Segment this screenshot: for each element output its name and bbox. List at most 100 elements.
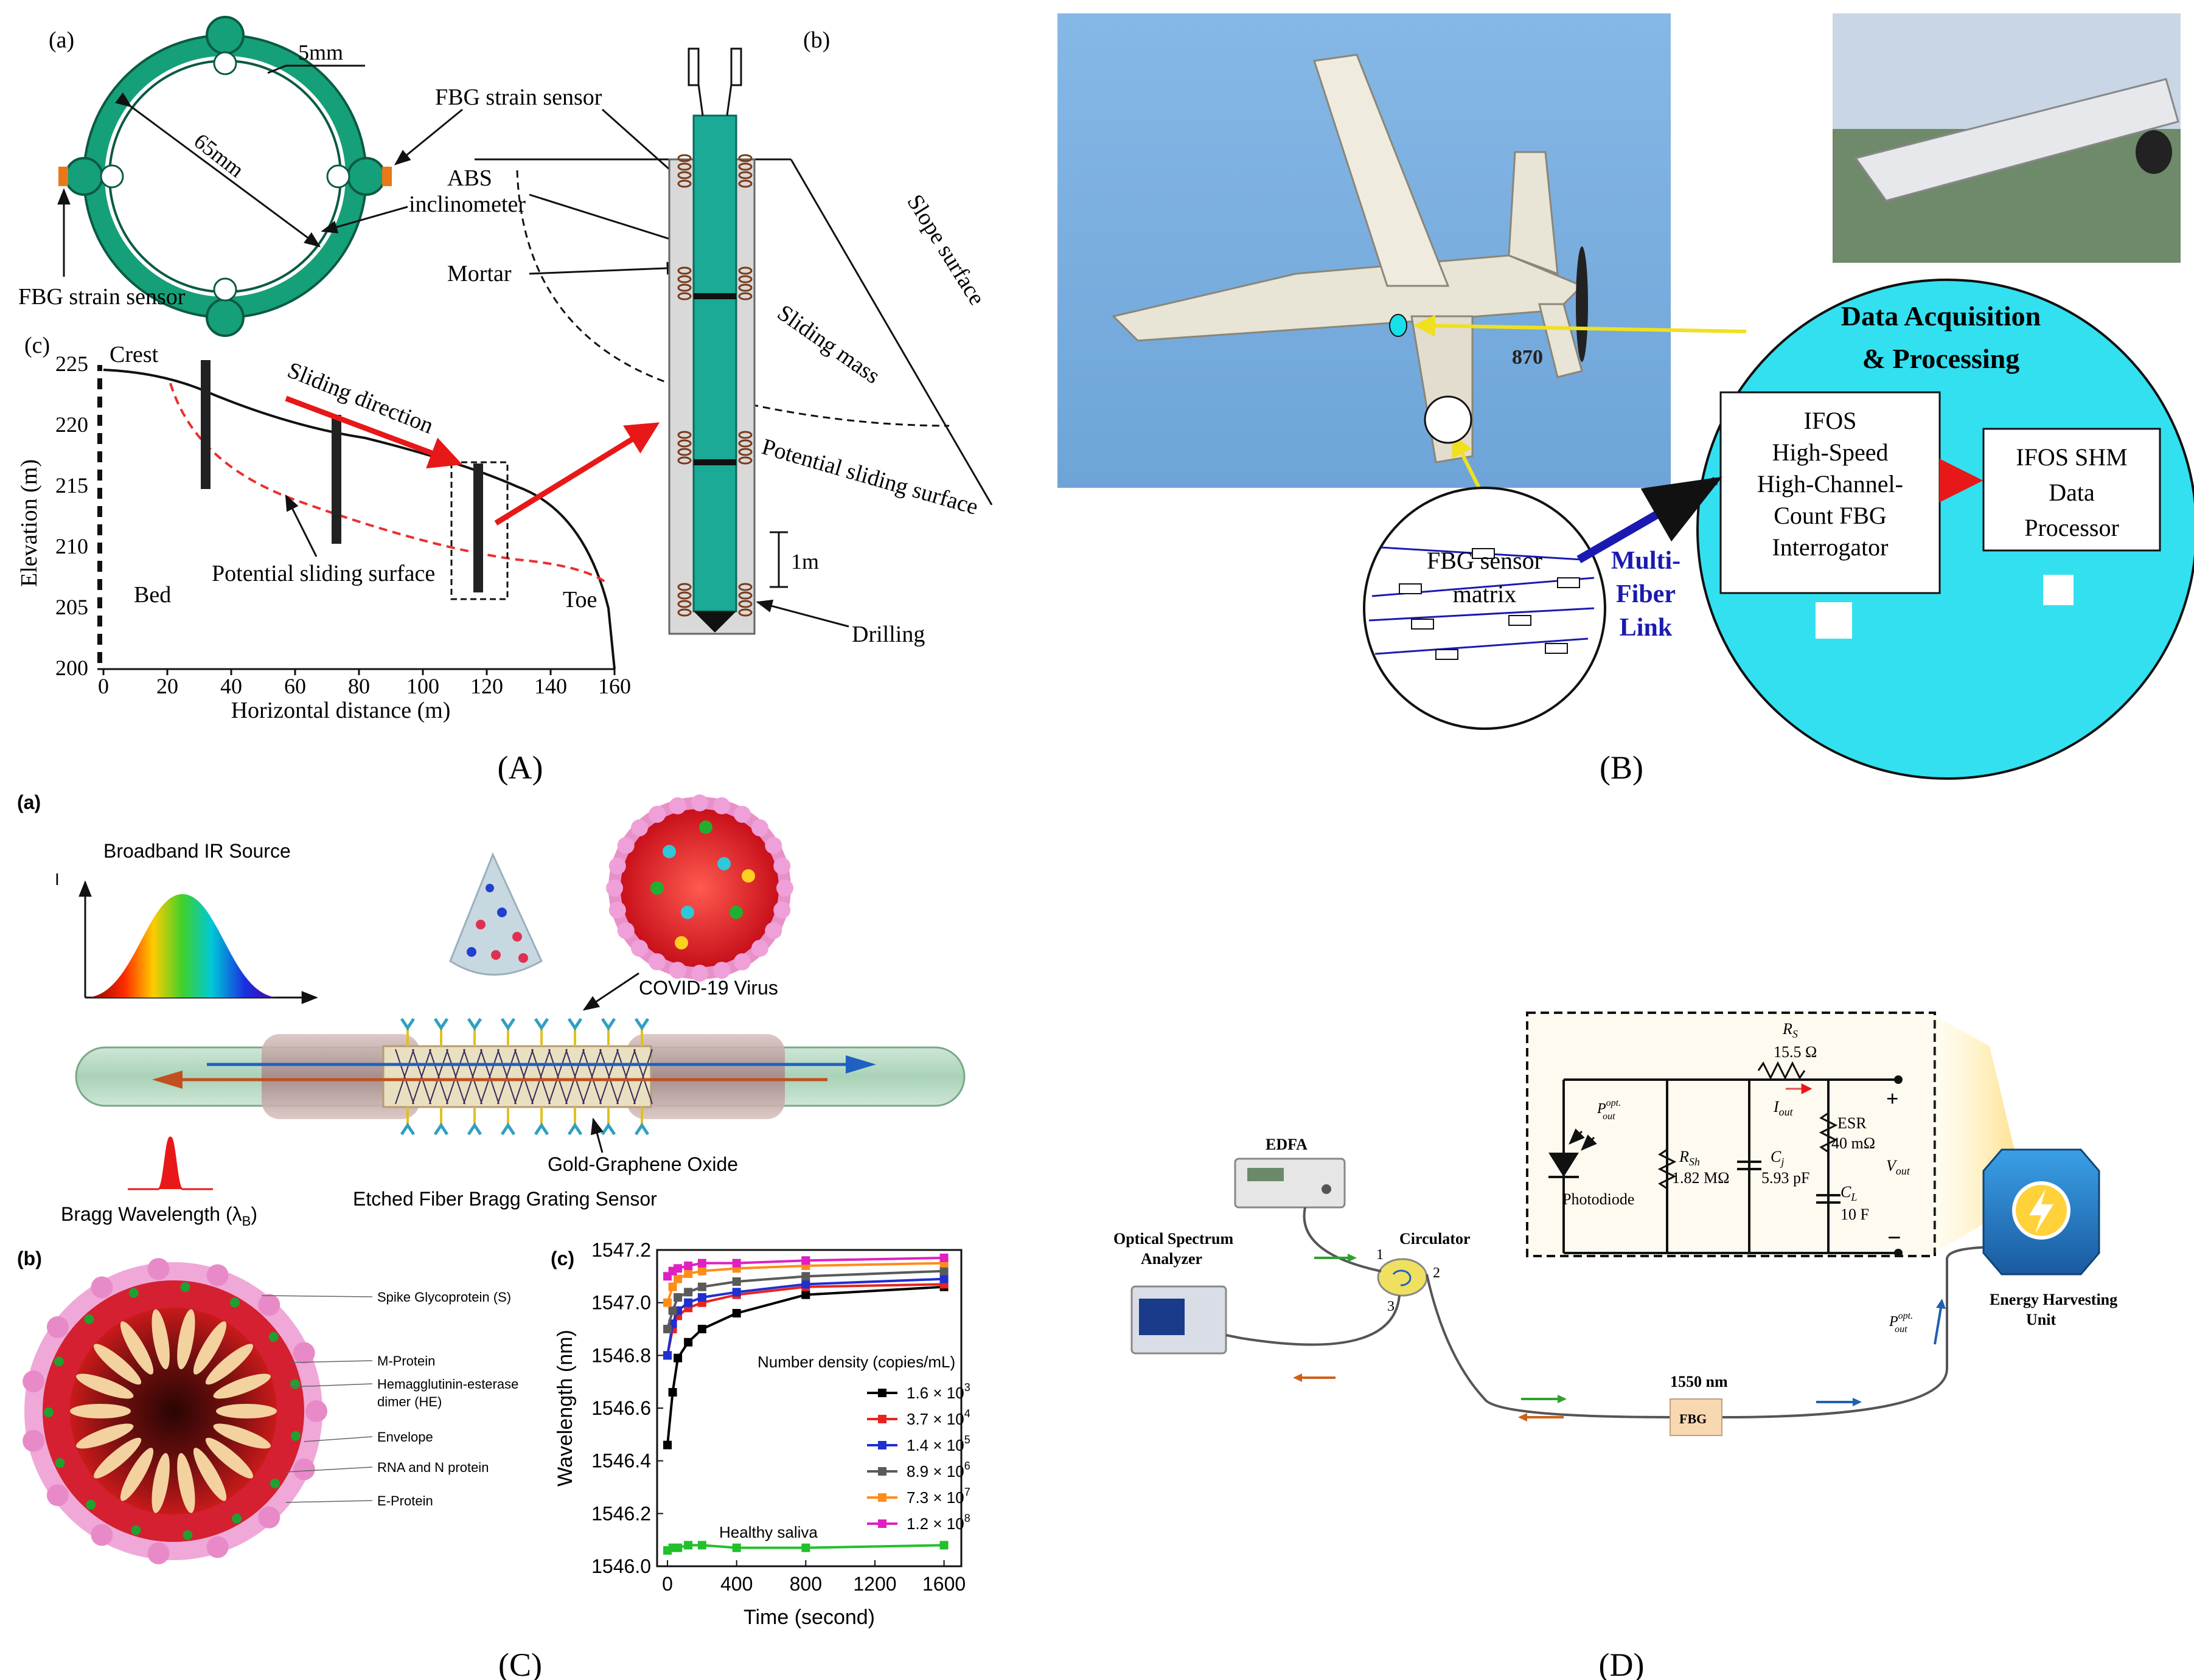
chart-point bbox=[674, 1264, 683, 1273]
fbg-component bbox=[1670, 1398, 1722, 1436]
chart-point bbox=[697, 1293, 706, 1302]
circulator-device bbox=[1377, 1258, 1428, 1297]
virus-part-label: E-Protein bbox=[377, 1493, 433, 1508]
virus-part-label: dimer (HE) bbox=[377, 1394, 442, 1409]
profile-xtick: 160 bbox=[598, 674, 631, 698]
chart-ytick: 1546.2 bbox=[591, 1502, 651, 1524]
osa-label-2: Analyzer bbox=[1141, 1250, 1202, 1268]
chart-point bbox=[674, 1274, 683, 1283]
virus-part-label: Envelope bbox=[377, 1429, 433, 1445]
profile-ytick: 220 bbox=[55, 412, 88, 437]
sensor-marker bbox=[1389, 314, 1407, 337]
fiber-sensor bbox=[75, 1018, 966, 1136]
chart-point bbox=[684, 1338, 693, 1347]
chart-point bbox=[668, 1388, 677, 1397]
covid-virus-illustration bbox=[606, 794, 793, 982]
chart-point bbox=[663, 1440, 672, 1449]
chart-point bbox=[697, 1541, 706, 1550]
edfa-label: EDFA bbox=[1266, 1136, 1308, 1153]
ifos-line: High-Speed bbox=[1772, 439, 1888, 466]
ifos-line: Interrogator bbox=[1772, 533, 1888, 561]
minus-terminal: − bbox=[1887, 1224, 1901, 1251]
panel-a-sub-c: (c) bbox=[24, 333, 50, 358]
port-2: 2 bbox=[1433, 1265, 1440, 1281]
profile-xtick: 100 bbox=[406, 674, 439, 698]
chart-point bbox=[668, 1306, 677, 1315]
figure-label-b: (B) bbox=[1600, 749, 1643, 786]
chart-point bbox=[663, 1351, 672, 1360]
panel-c-sub-a: (a) bbox=[17, 791, 41, 813]
sensor-matrix-label-1: FBG sensor bbox=[1427, 547, 1542, 574]
chart-legend-entry: 1.6 × 103 bbox=[907, 1381, 970, 1402]
chart-ytick: 1547.0 bbox=[591, 1292, 651, 1314]
panel-c-sub-c: (c) bbox=[551, 1248, 574, 1269]
tail-number: 870 bbox=[1512, 346, 1543, 369]
ifos-line: High-Channel- bbox=[1757, 470, 1903, 498]
label-sliding-mass: Sliding mass bbox=[773, 300, 885, 389]
shm-processor-box bbox=[1982, 428, 2161, 552]
chart-point bbox=[684, 1288, 693, 1297]
rsh-symbol: RSh bbox=[1679, 1148, 1700, 1168]
osa-device bbox=[1130, 1285, 1227, 1355]
panel-b: 870 Data Acquisition & Processing IFOSHi… bbox=[1057, 13, 2194, 786]
pout-label-circuit: Popt.out bbox=[1597, 1098, 1621, 1122]
chart-point bbox=[684, 1541, 693, 1550]
chart-ytick: 1547.2 bbox=[591, 1239, 651, 1261]
borehole-diagram bbox=[475, 47, 993, 635]
sensor-matrix-label-2: matrix bbox=[1453, 580, 1516, 608]
equivalent-circuit bbox=[1548, 1061, 1903, 1257]
profile-xtick: 40 bbox=[220, 674, 242, 698]
chart-legend-entry: 7.3 × 107 bbox=[907, 1486, 970, 1507]
chart-xtick: 0 bbox=[662, 1573, 673, 1595]
label-covid-virus: COVID-19 Virus bbox=[639, 977, 778, 999]
osa-label-1: Optical Spectrum bbox=[1113, 1230, 1233, 1248]
link-line: Fiber bbox=[1616, 580, 1676, 608]
label-etched-fbg: Etched Fiber Bragg Grating Sensor bbox=[353, 1188, 657, 1210]
label-potential-sliding-surface-c: Potential sliding surface bbox=[212, 561, 435, 586]
label-bragg-wavelength: Bragg Wavelength (λB) bbox=[61, 1203, 257, 1229]
shm-line: Processor bbox=[2024, 514, 2119, 541]
slope-profile-chart bbox=[97, 360, 660, 670]
saliva-cone bbox=[449, 852, 543, 976]
label-potential-sliding-surface-b: Potential sliding surface bbox=[759, 434, 981, 520]
chart-point bbox=[801, 1272, 810, 1281]
wavelength-label: 1550 nm bbox=[1670, 1373, 1728, 1390]
label-crest: Crest bbox=[110, 342, 159, 367]
panel-a-sub-b: (b) bbox=[803, 27, 830, 53]
chart-xtick: 400 bbox=[720, 1573, 753, 1595]
port-1: 1 bbox=[1376, 1247, 1384, 1263]
chart-xtick: 1200 bbox=[853, 1573, 896, 1595]
profile-xtick: 0 bbox=[98, 674, 109, 698]
chart-legend-entry: 1.2 × 108 bbox=[907, 1512, 970, 1533]
chart-point bbox=[939, 1254, 949, 1262]
rsh-value: 1.82 MΩ bbox=[1672, 1169, 1729, 1187]
iout-label: Iout bbox=[1773, 1098, 1794, 1118]
fbg-sensor-right bbox=[382, 167, 392, 186]
chart-point bbox=[697, 1258, 706, 1268]
chart-point bbox=[674, 1293, 683, 1302]
sensor-lens bbox=[1424, 395, 1472, 444]
label-gold-graphene: Gold-Graphene Oxide bbox=[548, 1153, 738, 1175]
chart-legend-entry: 8.9 × 106 bbox=[907, 1460, 970, 1480]
profile-ytick: 205 bbox=[55, 595, 88, 619]
fbg-sensor-matrix bbox=[1363, 487, 1606, 730]
chart-xtick: 800 bbox=[790, 1573, 822, 1595]
wavelength-chart: 1546.01546.21546.41546.61546.81547.01547… bbox=[554, 1239, 970, 1629]
chart-point bbox=[939, 1266, 949, 1276]
profile-xtick: 60 bbox=[284, 674, 306, 698]
profile-ylabel: Elevation (m) bbox=[16, 459, 42, 587]
esr-label: ESR bbox=[1837, 1114, 1867, 1132]
label-toe: Toe bbox=[563, 587, 597, 613]
chart-legend-entry: 1.4 × 105 bbox=[907, 1434, 970, 1454]
edfa-device bbox=[1234, 1158, 1346, 1209]
rs-value: 15.5 Ω bbox=[1774, 1043, 1817, 1061]
label-1m: 1m bbox=[791, 549, 819, 574]
chart-point bbox=[663, 1325, 672, 1333]
port-3: 3 bbox=[1387, 1299, 1395, 1314]
chart-ytick: 1546.0 bbox=[591, 1555, 651, 1577]
chart-series-line bbox=[666, 1285, 944, 1445]
cj-symbol: Cj bbox=[1771, 1148, 1784, 1168]
